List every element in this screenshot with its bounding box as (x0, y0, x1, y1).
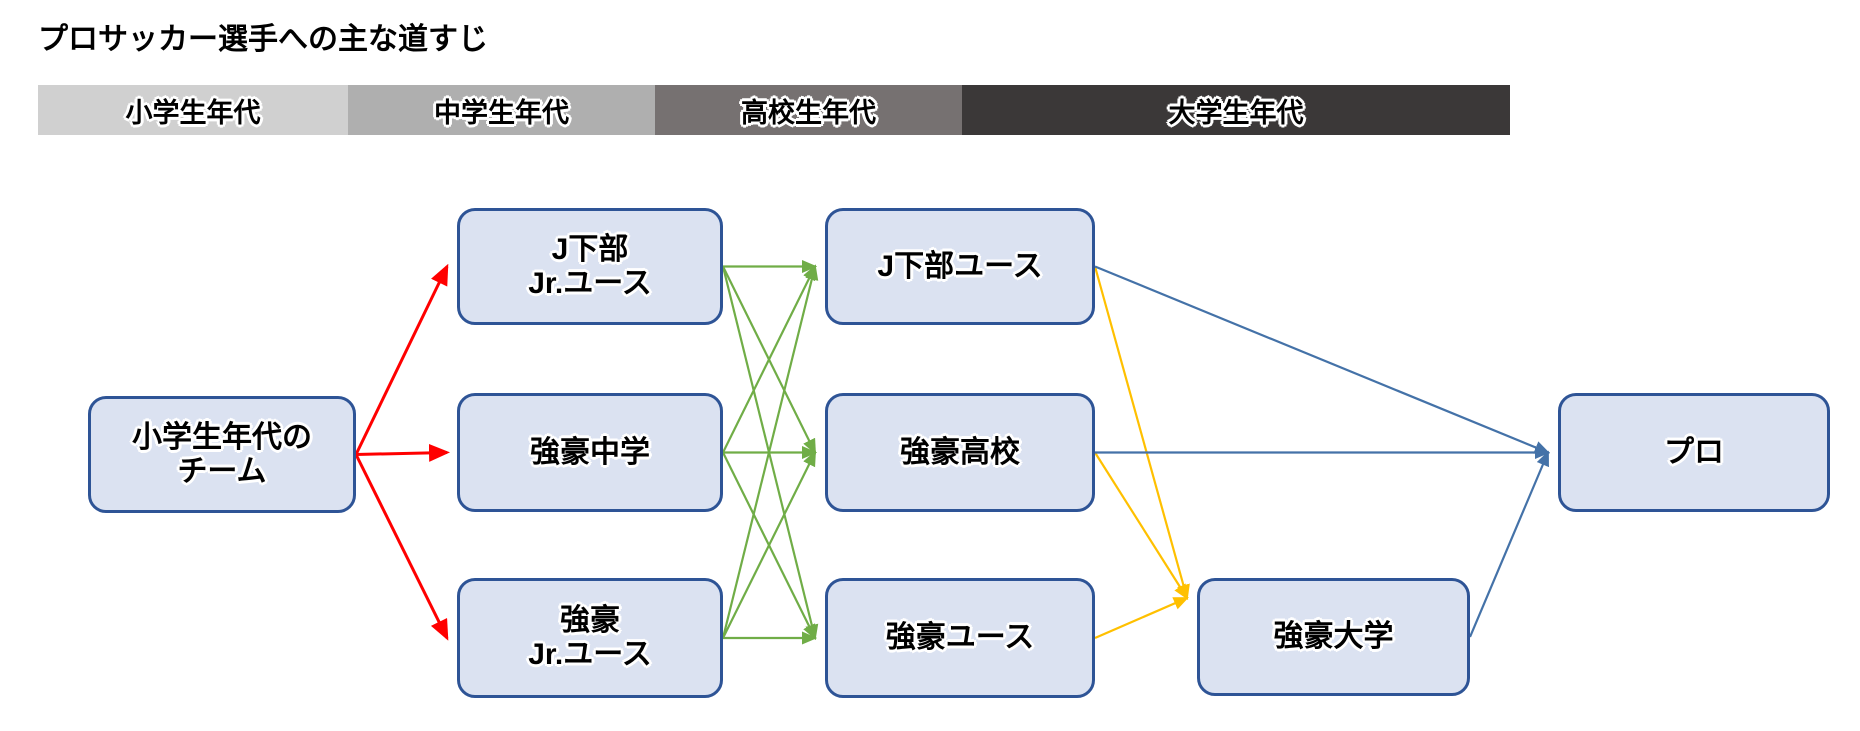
stage-band-label: 高校生年代 (741, 97, 876, 128)
node-label: 強豪大学 (1273, 620, 1394, 654)
node-label: J下部ユース (877, 249, 1043, 283)
edge-strong-hs-to-strong-univ (1094, 451, 1189, 600)
edge-strong-jr-youth-to-strong-hs (722, 450, 816, 639)
edge-strong-univ-to-pro (1468, 450, 1550, 638)
node-pro[interactable]: プロ (1558, 393, 1830, 512)
node-label: 強豪高校 (900, 435, 1020, 469)
stage-band-label: 小学生年代 (125, 97, 261, 128)
node-strong-university[interactable]: 強豪大学 (1197, 578, 1470, 696)
node-strong-junior-high[interactable]: 強豪中学 (457, 393, 723, 512)
stage-band-university: 大学生年代 (962, 85, 1510, 135)
stage-band-label: 大学生年代 (1168, 97, 1304, 128)
edge-strong-youth-to-strong-univ (1094, 596, 1190, 640)
edge-elementary-team-to-strong-jhs (355, 443, 450, 462)
stage-band-label: 中学生年代 (434, 97, 569, 128)
edge-elementary-team-to-strong-jr-youth (354, 453, 449, 641)
node-label: J下部 Jr.ユース (528, 232, 652, 300)
node-label: 強豪ユース (885, 621, 1035, 655)
edge-elementary-team-to-j-junior-youth (354, 263, 449, 456)
node-elementary-team[interactable]: 小学生年代の チーム (88, 396, 356, 513)
node-j-youth[interactable]: J下部ユース (825, 208, 1095, 325)
edge-j-junior-youth-to-strong-youth (721, 266, 819, 641)
node-strong-high-school[interactable]: 強豪高校 (825, 393, 1095, 512)
node-label: 強豪 Jr.ユース (528, 604, 652, 671)
stage-band-junior-high: 中学生年代 (348, 85, 655, 135)
node-label: プロ (1664, 435, 1724, 469)
node-j-junior-youth[interactable]: J下部 Jr.ユース (457, 208, 723, 325)
stage-band-elementary: 小学生年代 (38, 85, 348, 135)
stage-band-high-school: 高校生年代 (655, 85, 962, 135)
node-label: 小学生年代の チーム (132, 420, 312, 488)
edge-j-junior-youth-to-strong-hs (722, 266, 816, 455)
edge-j-youth-to-pro (1094, 265, 1551, 454)
stage-header-bar: 小学生年代 中学生年代 高校生年代 大学生年代 (38, 85, 1510, 135)
page-title: プロサッカー選手への主な道すじ (38, 23, 488, 56)
node-label: 強豪中学 (530, 435, 650, 469)
edge-strong-jr-youth-to-j-youth (721, 264, 819, 639)
node-strong-youth[interactable]: 強豪ユース (825, 578, 1095, 698)
edge-strong-jhs-to-strong-youth (722, 452, 816, 640)
edge-strong-jhs-to-j-youth (722, 264, 816, 453)
node-strong-jr-youth[interactable]: 強豪 Jr.ユース (457, 578, 723, 698)
edge-j-youth-to-strong-univ (1093, 266, 1190, 601)
